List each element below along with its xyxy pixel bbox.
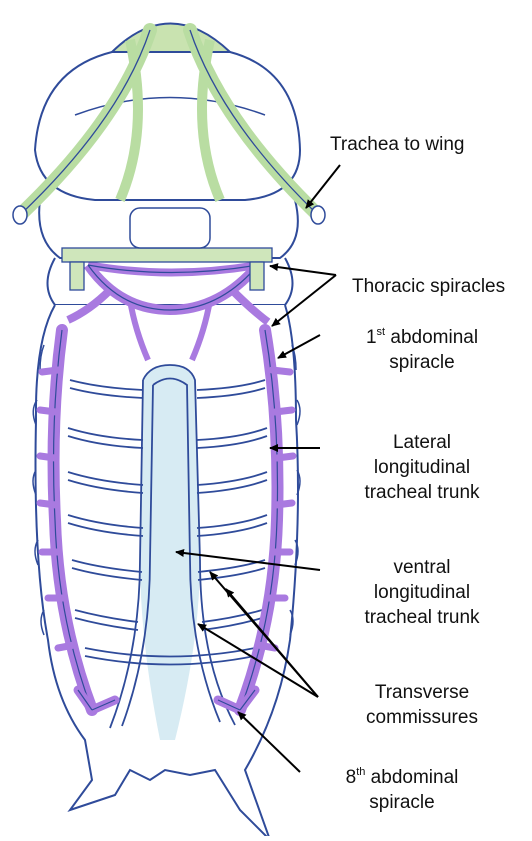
label-ventral-line3: tracheal trunk xyxy=(364,607,480,628)
label-thoracic-spiracles-text: Thoracic spiracles xyxy=(352,276,506,297)
label-first-abdominal-num: 1 xyxy=(365,327,377,348)
label-ventral-line1: ventral xyxy=(393,557,451,578)
label-eighth-abdominal-line2: spiracle xyxy=(369,792,435,813)
label-lateral-line1: Lateral xyxy=(392,432,452,453)
arrow-ventral-trunk xyxy=(175,549,321,571)
label-eighth-abdominal-line1: 8th abdominal xyxy=(302,765,502,790)
label-first-abdominal-sup: st xyxy=(376,325,386,338)
arrow-thoracic-spiracle-2 xyxy=(271,274,337,327)
posterior-branches-outline xyxy=(77,689,256,711)
abdominal-segment-lines xyxy=(32,344,301,636)
label-first-abdominal-line1: 1st abdominal xyxy=(322,325,522,350)
ventral-trunk-fill xyxy=(140,365,200,740)
label-first-abdominal-rest: abdominal xyxy=(385,327,479,348)
pointer-arrows xyxy=(175,164,341,773)
label-first-abdominal-line2: spiracle xyxy=(389,352,455,373)
arrow-thoracic-spiracle-1 xyxy=(269,263,337,276)
label-lateral-line3: tracheal trunk xyxy=(364,482,480,503)
label-trachea-to-wing-text: Trachea to wing xyxy=(330,134,465,155)
arrow-transverse-2 xyxy=(225,588,319,698)
arrow-first-abdominal xyxy=(277,334,321,359)
thoracic-trachea-network xyxy=(66,261,271,362)
arrow-trachea-to-wing xyxy=(305,164,341,209)
label-transverse-commissures: Transverse commissures xyxy=(322,680,522,730)
label-lateral-trunk: Lateral longitudinal tracheal trunk xyxy=(322,430,522,505)
lateral-longitudinal-trunks xyxy=(47,324,284,716)
transverse-commissures xyxy=(67,379,268,666)
label-first-abdominal-spiracle: 1st abdominal spiracle xyxy=(322,325,522,375)
label-trachea-to-wing: Trachea to wing xyxy=(330,132,465,157)
thoracic-spiracle-bar xyxy=(61,207,273,291)
label-thoracic-spiracles: Thoracic spiracles xyxy=(352,274,506,299)
arrow-transverse-3 xyxy=(197,623,319,698)
label-eighth-abdominal-spiracle: 8th abdominal spiracle xyxy=(302,765,502,815)
label-eighth-abdominal-sup: th xyxy=(356,765,366,778)
lateral-spiracle-branches xyxy=(36,366,297,652)
arrow-eighth-abdominal xyxy=(237,711,301,773)
label-lateral-line2: longitudinal xyxy=(373,457,471,478)
prothorax-shield xyxy=(33,51,302,201)
label-ventral-line2: longitudinal xyxy=(373,582,471,603)
label-eighth-abdominal-rest: abdominal xyxy=(365,767,459,788)
prothorax-inner-arc xyxy=(74,96,266,116)
label-eighth-abdominal-num: 8 xyxy=(345,767,357,788)
label-transverse-line1: Transverse xyxy=(374,682,470,703)
label-ventral-trunk: ventral longitudinal tracheal trunk xyxy=(322,555,522,630)
label-transverse-line2: commissures xyxy=(366,707,478,728)
ventral-longitudinal-trunks xyxy=(109,364,236,729)
wing-trachea xyxy=(12,23,326,225)
